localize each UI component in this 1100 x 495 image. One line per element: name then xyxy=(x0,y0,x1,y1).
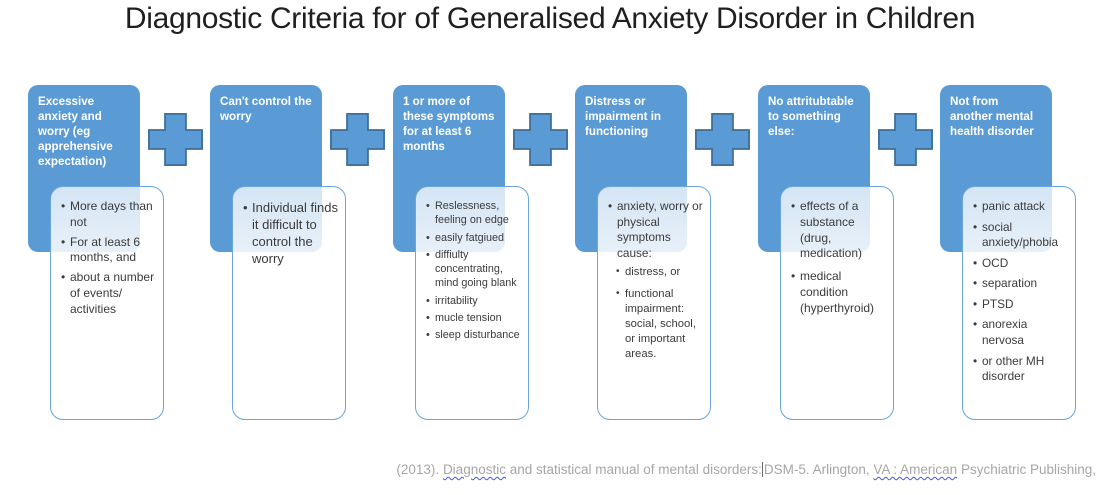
bullet-item: OCD xyxy=(973,256,1070,272)
plus-cross-icon xyxy=(695,112,750,167)
sub-bullet-item: distress, or xyxy=(616,265,705,280)
criteria-column-6: Not from another mental health disorder … xyxy=(940,85,1100,425)
criteria-column-3: 1 or more of these symptoms for at least… xyxy=(393,85,565,425)
criterion-5-bullet-list: effects of a substance (drug, medication… xyxy=(791,199,888,317)
bullet-item: PTSD xyxy=(973,297,1070,313)
criterion-6-detail-box: panic attack social anxiety/phobia OCD s… xyxy=(962,186,1076,420)
plus-cross-icon xyxy=(330,112,385,167)
bullet-item: Individual finds it difficult to control… xyxy=(243,199,340,268)
bullet-item: or other MH disorder xyxy=(973,354,1070,385)
criteria-column-1: Excessive anxiety and worry (eg apprehen… xyxy=(28,85,200,425)
criterion-2-detail-box: Individual finds it difficult to control… xyxy=(232,186,346,420)
sub-bullet-item: functional impairment: social, school, o… xyxy=(616,287,705,362)
bullet-item: More days than not xyxy=(61,199,158,231)
bullet-item: panic attack xyxy=(973,199,1070,215)
citation-text: (2013). xyxy=(396,462,443,477)
plus-cross-icon xyxy=(878,112,933,167)
criterion-1-detail-box: More days than not For at least 6 months… xyxy=(50,186,164,420)
plus-cross-icon xyxy=(148,112,203,167)
misspelled-word: VA : American xyxy=(873,462,958,477)
criterion-1-header-label: Excessive anxiety and worry (eg apprehen… xyxy=(38,95,113,169)
bullet-item: sleep disturbance xyxy=(426,328,523,343)
bullet-item: Reslessness, feeling on edge xyxy=(426,199,523,228)
criterion-1-bullet-list: More days than not For at least 6 months… xyxy=(61,199,158,318)
citation-text: DSM-5. Arlington, xyxy=(763,462,874,477)
criteria-column-5: No attritubtable to something else: effe… xyxy=(758,85,930,425)
criterion-4-detail-box: anxiety, worry or physical symptoms caus… xyxy=(597,186,711,420)
criterion-3-header-label: 1 or more of these symptoms for at least… xyxy=(403,95,495,154)
criteria-column-2: Can't control the worry Individual finds… xyxy=(210,85,382,425)
criterion-6-bullet-list: panic attack social anxiety/phobia OCD s… xyxy=(973,199,1070,385)
plus-cross-icon xyxy=(513,112,568,167)
criterion-5-detail-box: effects of a substance (drug, medication… xyxy=(780,186,894,420)
bullet-item: medical condition (hyperthyroid) xyxy=(791,269,888,316)
bullet-item: social anxiety/phobia xyxy=(973,220,1070,251)
criterion-4-sub-bullet-list: distress, or functional impairment: soci… xyxy=(608,265,705,361)
bullet-item: anxiety, worry or physical symptoms caus… xyxy=(608,199,705,261)
criteria-column-4: Distress or impairment in functioning an… xyxy=(575,85,747,425)
bullet-item: easily fatgiued xyxy=(426,231,523,246)
criterion-4-bullet-list: anxiety, worry or physical symptoms caus… xyxy=(608,199,705,261)
bullet-item: irritability xyxy=(426,294,523,309)
citation-text: and statistical manual of mental disorde… xyxy=(505,462,762,477)
criterion-2-bullet-list: Individual finds it difficult to control… xyxy=(243,199,340,268)
bullet-item: about a number of events/ activities xyxy=(61,270,158,317)
text-cursor xyxy=(761,462,763,477)
bullet-item: mucle tension xyxy=(426,311,523,326)
bullet-item: separation xyxy=(973,276,1070,292)
criterion-2-header-label: Can't control the worry xyxy=(220,95,312,124)
bullet-item: effects of a substance (drug, medication… xyxy=(791,199,888,262)
citation-text: Psychiatric Publishing, xyxy=(957,462,1096,477)
criterion-5-header-label: No attritubtable to something else: xyxy=(768,95,854,139)
bullet-item: For at least 6 months, and xyxy=(61,235,158,267)
bullet-item: diffiulty concentrating, mind going blan… xyxy=(426,248,523,291)
misspelled-word: Diagnostic xyxy=(442,462,506,477)
bullet-item: anorexia nervosa xyxy=(973,317,1070,348)
slide-title: Diagnostic Criteria for of Generalised A… xyxy=(124,2,976,35)
criterion-6-header-label: Not from another mental health disorder xyxy=(950,95,1034,139)
criterion-3-bullet-list: Reslessness, feeling on edge easily fatg… xyxy=(426,199,523,343)
citation-line: (2013). Diagnostic and statistical manua… xyxy=(396,462,1096,477)
criterion-3-detail-box: Reslessness, feeling on edge easily fatg… xyxy=(415,186,529,420)
criterion-4-header-label: Distress or impairment in functioning xyxy=(585,95,662,139)
